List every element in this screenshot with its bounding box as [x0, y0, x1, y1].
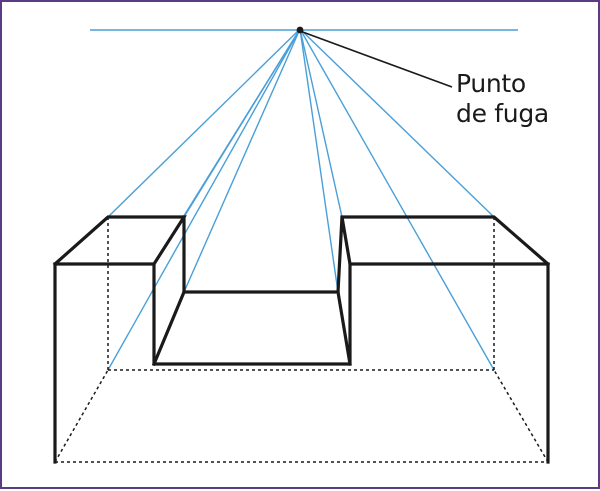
hidden-edge	[493, 369, 549, 463]
hidden-edge	[54, 369, 109, 463]
vanishing-point-label: Punto de fuga	[456, 69, 549, 129]
front-face-outline	[53, 262, 550, 464]
left-block-top	[52, 215, 187, 267]
perspective-line	[107, 28, 301, 218]
perspective-line	[299, 28, 343, 218]
perspective-line	[299, 28, 339, 293]
right-block-top	[340, 215, 551, 267]
label-line-2: de fuga	[456, 99, 549, 128]
solid-edges	[52, 215, 551, 464]
perspective-line	[299, 28, 495, 371]
perspective-line	[183, 28, 301, 293]
perspective-lines	[107, 28, 495, 371]
perspective-line	[107, 28, 301, 371]
right-inner-wall	[336, 216, 352, 366]
label-leader-line	[299, 30, 453, 88]
perspective-line	[299, 28, 495, 218]
hidden-edges	[54, 217, 549, 463]
label-line-1: Punto	[456, 69, 526, 98]
vanishing-point	[296, 26, 304, 34]
